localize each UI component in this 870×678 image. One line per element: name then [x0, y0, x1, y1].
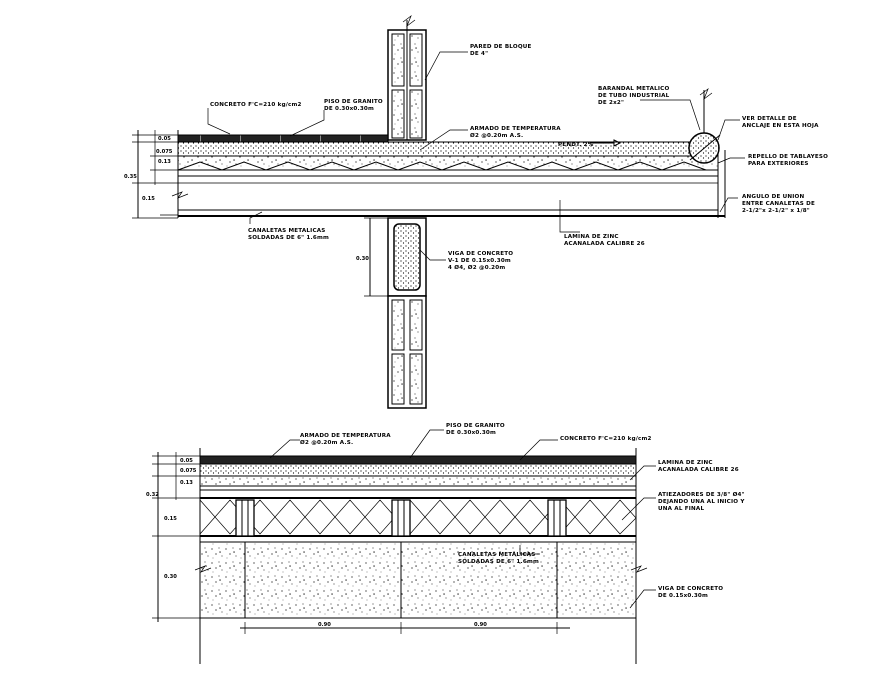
block-wall-lower — [387, 295, 427, 409]
dim-0-13: 0.13 — [158, 159, 171, 165]
railing-detail — [688, 87, 721, 164]
label-slope: PENDT. 2% — [558, 142, 594, 148]
label-detail-reference: VER DETALLE DE ANCLAJE EN ESTA HOJA — [742, 116, 819, 129]
lower-leaders — [269, 429, 656, 609]
span-dim-left: 0.90 — [318, 622, 331, 628]
label-granite-floor: PISO DE GRANITO DE 0.30x0.30m — [324, 99, 385, 112]
block-wall-upper — [387, 14, 427, 141]
label-lower-concrete: CONCRETO F'C=210 kg/cm2 — [560, 436, 652, 442]
dim-0-15: 0.15 — [142, 196, 155, 202]
label-lower-temperature-reinforcement: ARMADO DE TEMPERATURA Ø2 @0.20m A.S. — [300, 433, 393, 446]
dim-0-35: 0.35 — [124, 174, 137, 180]
label-block-wall: PARED DE BLOQUE DE 4" — [470, 44, 534, 57]
label-lower-concrete-beam: VIGA DE CONCRETO DE 0.15x0.30m — [658, 586, 725, 599]
dim-0-05: 0.05 — [158, 136, 171, 142]
stiffeners — [235, 499, 567, 537]
lower-dim-0-32: 0.32 — [146, 492, 159, 498]
label-zinc-sheet: LAMINA DE ZINC ACANALADA CALIBRE 26 — [564, 234, 645, 247]
label-union-angle: ANGULO DE UNION ENTRE CANALETAS DE 2-1/2… — [742, 194, 817, 214]
upper-dimensions: 0.05 0.075 0.13 0.35 0.15 0.30 — [124, 130, 388, 297]
label-temperature-reinforcement: ARMADO DE TEMPERATURA Ø2 @0.20m A.S. — [470, 126, 563, 139]
label-lower-zinc-sheet: LAMINA DE ZINC ACANALADA CALIBRE 26 — [658, 460, 739, 473]
label-lower-metal-channels: CANALETAS METALICAS SOLDADAS DE 6" 1.6mm — [458, 552, 539, 565]
lower-dim-0-30: 0.30 — [164, 574, 177, 580]
lower-dim-0-05: 0.05 — [180, 458, 193, 464]
label-railing: BARANDAL METALICO DE TUBO INDUSTRIAL DE … — [598, 86, 672, 106]
lower-dim-0-075: 0.075 — [180, 468, 197, 474]
label-concrete: CONCRETO F'C=210 kg/cm2 — [210, 102, 302, 108]
upper-section: 0.05 0.075 0.13 0.35 0.15 0.30 PARED DE … — [124, 14, 830, 409]
label-metal-channels: CANALETAS METALICAS SOLDADAS DE 6" 1.6mm — [248, 228, 329, 241]
lower-dim-0-15: 0.15 — [164, 516, 177, 522]
concrete-beam-v1 — [387, 217, 427, 297]
upper-slab — [160, 130, 726, 218]
lower-dimensions: 0.05 0.075 0.13 0.32 0.15 0.30 0.90 0.90 — [146, 452, 570, 634]
lower-dim-0-13: 0.13 — [180, 480, 193, 486]
label-exterior-render: REPELLO DE TABLAYESO PARA EXTERIORES — [748, 154, 830, 167]
lower-slab — [199, 455, 637, 543]
cross-bracing — [199, 499, 637, 535]
label-stiffeners: ATIEZADORES DE 3/8" Ø4" DEJANDO UNA AL I… — [658, 491, 747, 512]
dim-0-30: 0.30 — [356, 256, 369, 262]
upper-leaders — [207, 51, 745, 261]
label-concrete-beam: VIGA DE CONCRETO V-1 DE 0.15x0.30m 4 Ø4,… — [448, 251, 515, 271]
span-dim-right: 0.90 — [474, 622, 487, 628]
dim-0-075: 0.075 — [156, 149, 173, 155]
label-lower-granite-floor: PISO DE GRANITO DE 0.30x0.30m — [446, 423, 507, 436]
lower-section: 0.05 0.075 0.13 0.32 0.15 0.30 0.90 0.90… — [146, 423, 747, 664]
lower-concrete-beam — [194, 448, 648, 664]
